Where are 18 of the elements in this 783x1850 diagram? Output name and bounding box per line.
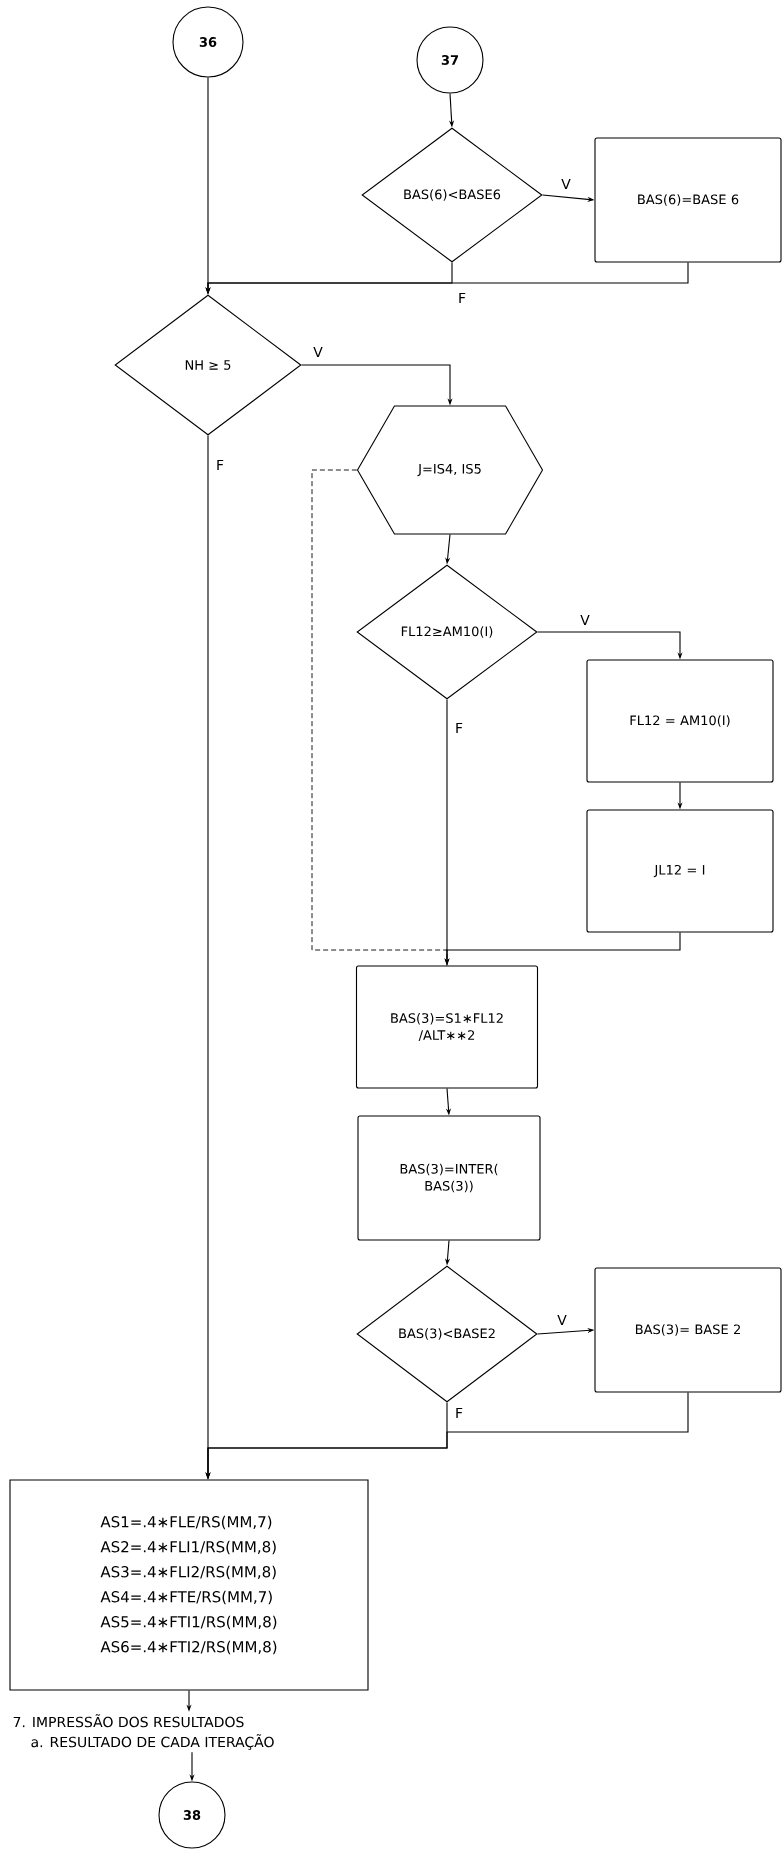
edge-label: V [556, 1313, 568, 1327]
step-heading: 7. IMPRESSÃO DOS RESULTADOS a. RESULTADO DE CADA ITERAÇÃO [13, 1714, 274, 1750]
process-box: JL12 = I [586, 809, 774, 933]
edge-label: V [312, 345, 324, 359]
edge-label: F [456, 291, 468, 305]
loop-hexagon: J=IS4, IS5 [356, 405, 544, 535]
edge-label: F [453, 1406, 464, 1420]
process-box: BAS(3)= BASE 2 [594, 1267, 782, 1393]
process-box: BAS(3)=INTER( BAS(3)) [357, 1115, 541, 1241]
edge-label: F [453, 721, 464, 735]
connector-line [311, 469, 448, 966]
edge-label: V [560, 177, 572, 191]
edge-label: V [579, 613, 591, 627]
process-box: FL12 = AM10(I) [586, 659, 774, 783]
process-box: BAS(6)=BASE 6 [594, 137, 782, 263]
process-box: AS1=.4∗FLE/RS(MM,7) AS2=.4∗FLI1/RS(MM,8) AS3=.4∗FLI2/RS(MM,8) AS4=.4∗FTE/RS(MM,7) AS5=.4∗FTI1/RS(MM,8) AS6=.4∗FTI2/RS(MM,8) [9, 1479, 369, 1691]
process-box: BAS(3)=S1∗FL12 /ALT∗∗2 [355, 965, 539, 1089]
edge-label: F [214, 458, 226, 472]
